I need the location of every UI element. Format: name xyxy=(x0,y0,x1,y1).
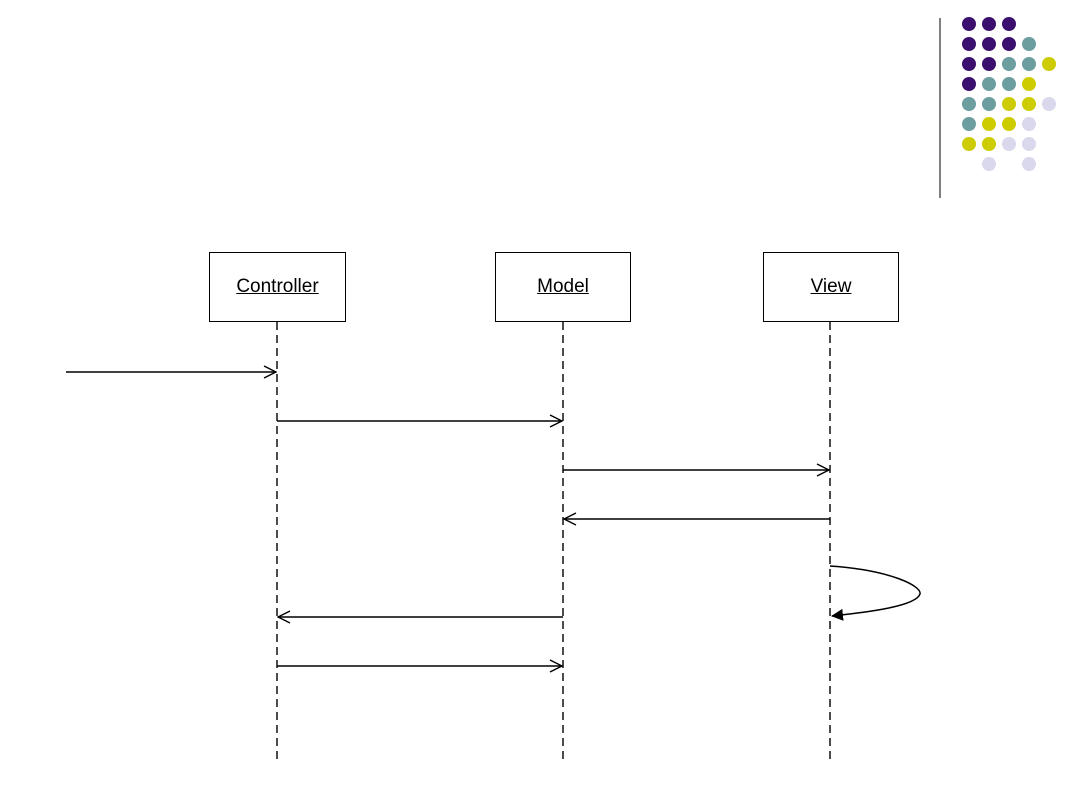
participant-model: Model xyxy=(495,252,631,322)
decorative-dot xyxy=(1002,77,1016,91)
decorative-dot xyxy=(1002,97,1016,111)
decorative-dot xyxy=(982,157,996,171)
decorative-dot xyxy=(962,137,976,151)
decorative-dot xyxy=(1022,57,1036,71)
messages xyxy=(66,372,921,666)
decorative-dot xyxy=(982,137,996,151)
decorative-dot xyxy=(1022,77,1036,91)
decorative-dot xyxy=(1022,37,1036,51)
decorative-dot xyxy=(982,57,996,71)
decorative-dot xyxy=(982,117,996,131)
decorative-dot xyxy=(962,77,976,91)
decorative-dot xyxy=(982,97,996,111)
dot-grid-decoration xyxy=(962,17,1056,171)
decorative-dot xyxy=(1022,117,1036,131)
decorative-dot xyxy=(1042,97,1056,111)
participant-view-label: View xyxy=(810,276,852,297)
decorative-dot xyxy=(962,37,976,51)
decorative-dot xyxy=(1022,97,1036,111)
participant-controller-label: Controller xyxy=(236,276,319,297)
decorative-dot xyxy=(1002,17,1016,31)
decorative-dot xyxy=(1002,137,1016,151)
decorative-dot xyxy=(1022,157,1036,171)
decorative-dot xyxy=(1002,117,1016,131)
participant-view: View xyxy=(763,252,899,322)
decorative-dot xyxy=(1002,57,1016,71)
decorative-dot xyxy=(982,37,996,51)
participant-model-label: Model xyxy=(537,276,589,297)
decorative-dot xyxy=(962,97,976,111)
self-message-arrow xyxy=(829,565,921,621)
decorative-dot xyxy=(982,17,996,31)
decorative-header xyxy=(939,17,1056,198)
participant-controller: Controller xyxy=(209,252,346,322)
decorative-dot xyxy=(982,77,996,91)
decorative-dot xyxy=(1022,137,1036,151)
decorative-dot xyxy=(1002,37,1016,51)
lifelines xyxy=(276,322,831,760)
decorative-dot xyxy=(962,117,976,131)
decorative-dot xyxy=(1042,57,1056,71)
decorative-dot xyxy=(962,17,976,31)
decorative-dot xyxy=(962,57,976,71)
